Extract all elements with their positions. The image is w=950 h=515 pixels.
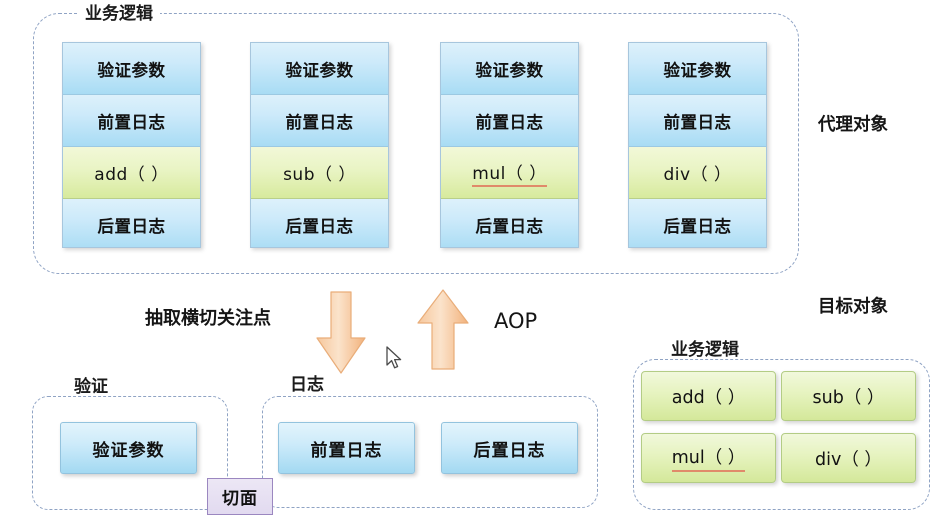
proxy-group-label: 业务逻辑 [78, 6, 160, 23]
proxy-card-sub-method: sub（ ） [251, 147, 388, 199]
validate-group-label: 验证 [67, 379, 115, 396]
validate-group-container [32, 396, 228, 510]
proxy-card-mul-after-log: 后置日志 [441, 199, 578, 247]
aspect-chip[interactable]: 切面 [207, 478, 273, 515]
proxy-card-sub-validate: 验证参数 [251, 43, 388, 95]
proxy-card-mul-before-log: 前置日志 [441, 95, 578, 147]
proxy-card-add-before-log: 前置日志 [63, 95, 200, 147]
down-arrow [315, 291, 367, 375]
target-group-label: 业务逻辑 [664, 342, 746, 359]
proxy-card-add-validate: 验证参数 [63, 43, 200, 95]
after-log-box[interactable]: 后置日志 [441, 422, 578, 474]
proxy-object-container [33, 13, 799, 274]
proxy-card-div-validate: 验证参数 [629, 43, 766, 95]
proxy-card-sub-after-log: 后置日志 [251, 199, 388, 247]
extract-concerns-label: 抽取横切关注点 [145, 308, 271, 329]
proxy-card-add[interactable]: 验证参数 前置日志 add（ ） 后置日志 [62, 42, 201, 248]
proxy-card-div-before-log: 前置日志 [629, 95, 766, 147]
proxy-card-div-method: div（ ） [629, 147, 766, 199]
proxy-card-mul[interactable]: 验证参数 前置日志 mul（ ） 后置日志 [440, 42, 579, 248]
target-object-container [633, 359, 930, 510]
target-method-mul-text: mul（ ） [671, 444, 746, 472]
proxy-card-sub-before-log: 前置日志 [251, 95, 388, 147]
proxy-card-mul-method: mul（ ） [441, 147, 578, 199]
log-group-container [262, 396, 598, 508]
proxy-card-add-method: add（ ） [63, 147, 200, 199]
mouse-cursor [386, 346, 404, 375]
aop-label: AOP [494, 309, 538, 333]
up-arrow [416, 289, 470, 371]
proxy-card-div-after-log: 后置日志 [629, 199, 766, 247]
target-method-mul[interactable]: mul（ ） [641, 433, 776, 483]
target-object-side-label: 目标对象 [818, 297, 888, 317]
proxy-card-mul-method-text: mul（ ） [472, 159, 547, 187]
proxy-card-div[interactable]: 验证参数 前置日志 div（ ） 后置日志 [628, 42, 767, 248]
target-method-sub[interactable]: sub（ ） [781, 371, 916, 421]
target-method-add[interactable]: add（ ） [641, 371, 776, 421]
log-group-label: 日志 [283, 377, 331, 394]
proxy-card-add-after-log: 后置日志 [63, 199, 200, 247]
proxy-object-side-label: 代理对象 [818, 115, 888, 135]
target-method-div[interactable]: div（ ） [781, 433, 916, 483]
before-log-box[interactable]: 前置日志 [278, 422, 415, 474]
proxy-card-sub[interactable]: 验证参数 前置日志 sub（ ） 后置日志 [250, 42, 389, 248]
validate-param-box[interactable]: 验证参数 [60, 422, 197, 474]
proxy-card-mul-validate: 验证参数 [441, 43, 578, 95]
